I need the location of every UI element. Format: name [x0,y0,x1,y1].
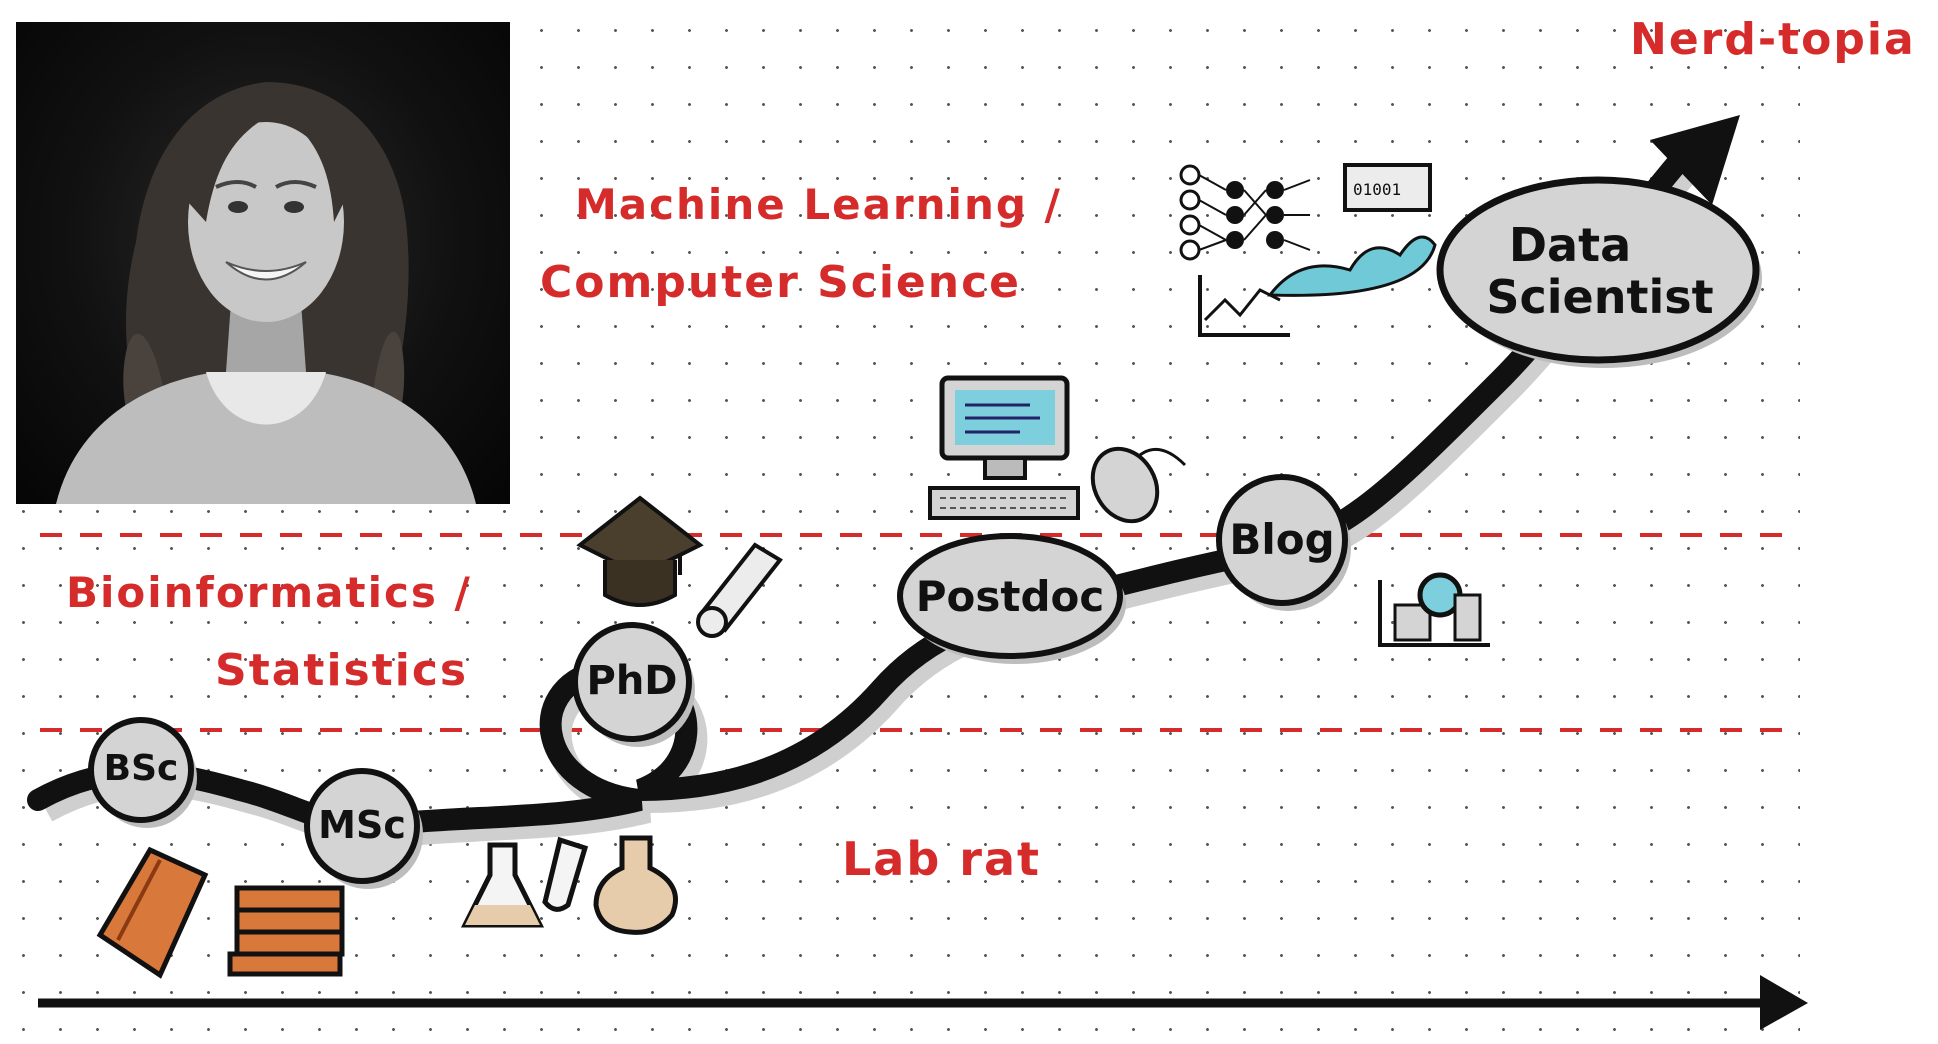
flasks-icon [460,835,678,935]
milestone-label-data: Data [1508,218,1632,272]
milestone-label-postdoc: Postdoc [915,572,1105,621]
neural-network-icon [1179,164,1311,261]
milestone-msc [304,768,423,889]
books-icon [96,846,345,979]
milestone-bsc [88,717,197,828]
computer-icon [928,375,1080,520]
region-label-lab-rat: Lab rat [842,832,1042,886]
cloud-icon: 01001 [1267,163,1437,297]
region-label-nerd-topia: Nerd-topia [1630,14,1916,65]
region-label-ml-line1: Machine Learning / [575,180,1062,229]
milestone-label-phd: PhD [586,658,678,704]
milestone-phd [572,622,695,747]
time-axis-arrowhead [1760,975,1808,1030]
graduation-cap-icon [576,495,704,607]
mouse-icon [1090,446,1187,524]
career-arrowhead [1650,115,1740,205]
portrait-photo [16,22,510,504]
milestone-label-msc: MSc [318,803,406,847]
diploma-icon [696,542,783,638]
milestone-blog [1216,474,1351,611]
region-label-bio-line1: Bioinformatics / [66,568,472,617]
region-label-ml-line2: Computer Science [540,257,1022,308]
milestone-data-scientist [1436,176,1762,368]
svg-text:01001: 01001 [1353,180,1401,199]
milestone-postdoc [897,533,1126,664]
chart-icon [1198,275,1290,337]
milestone-label-scientist: Scientist [1486,270,1714,324]
microscope-icon [1378,572,1490,647]
milestone-label-blog: Blog [1229,515,1335,564]
milestone-label-bsc: BSc [103,748,179,789]
region-label-bio-line2: Statistics [215,645,469,696]
